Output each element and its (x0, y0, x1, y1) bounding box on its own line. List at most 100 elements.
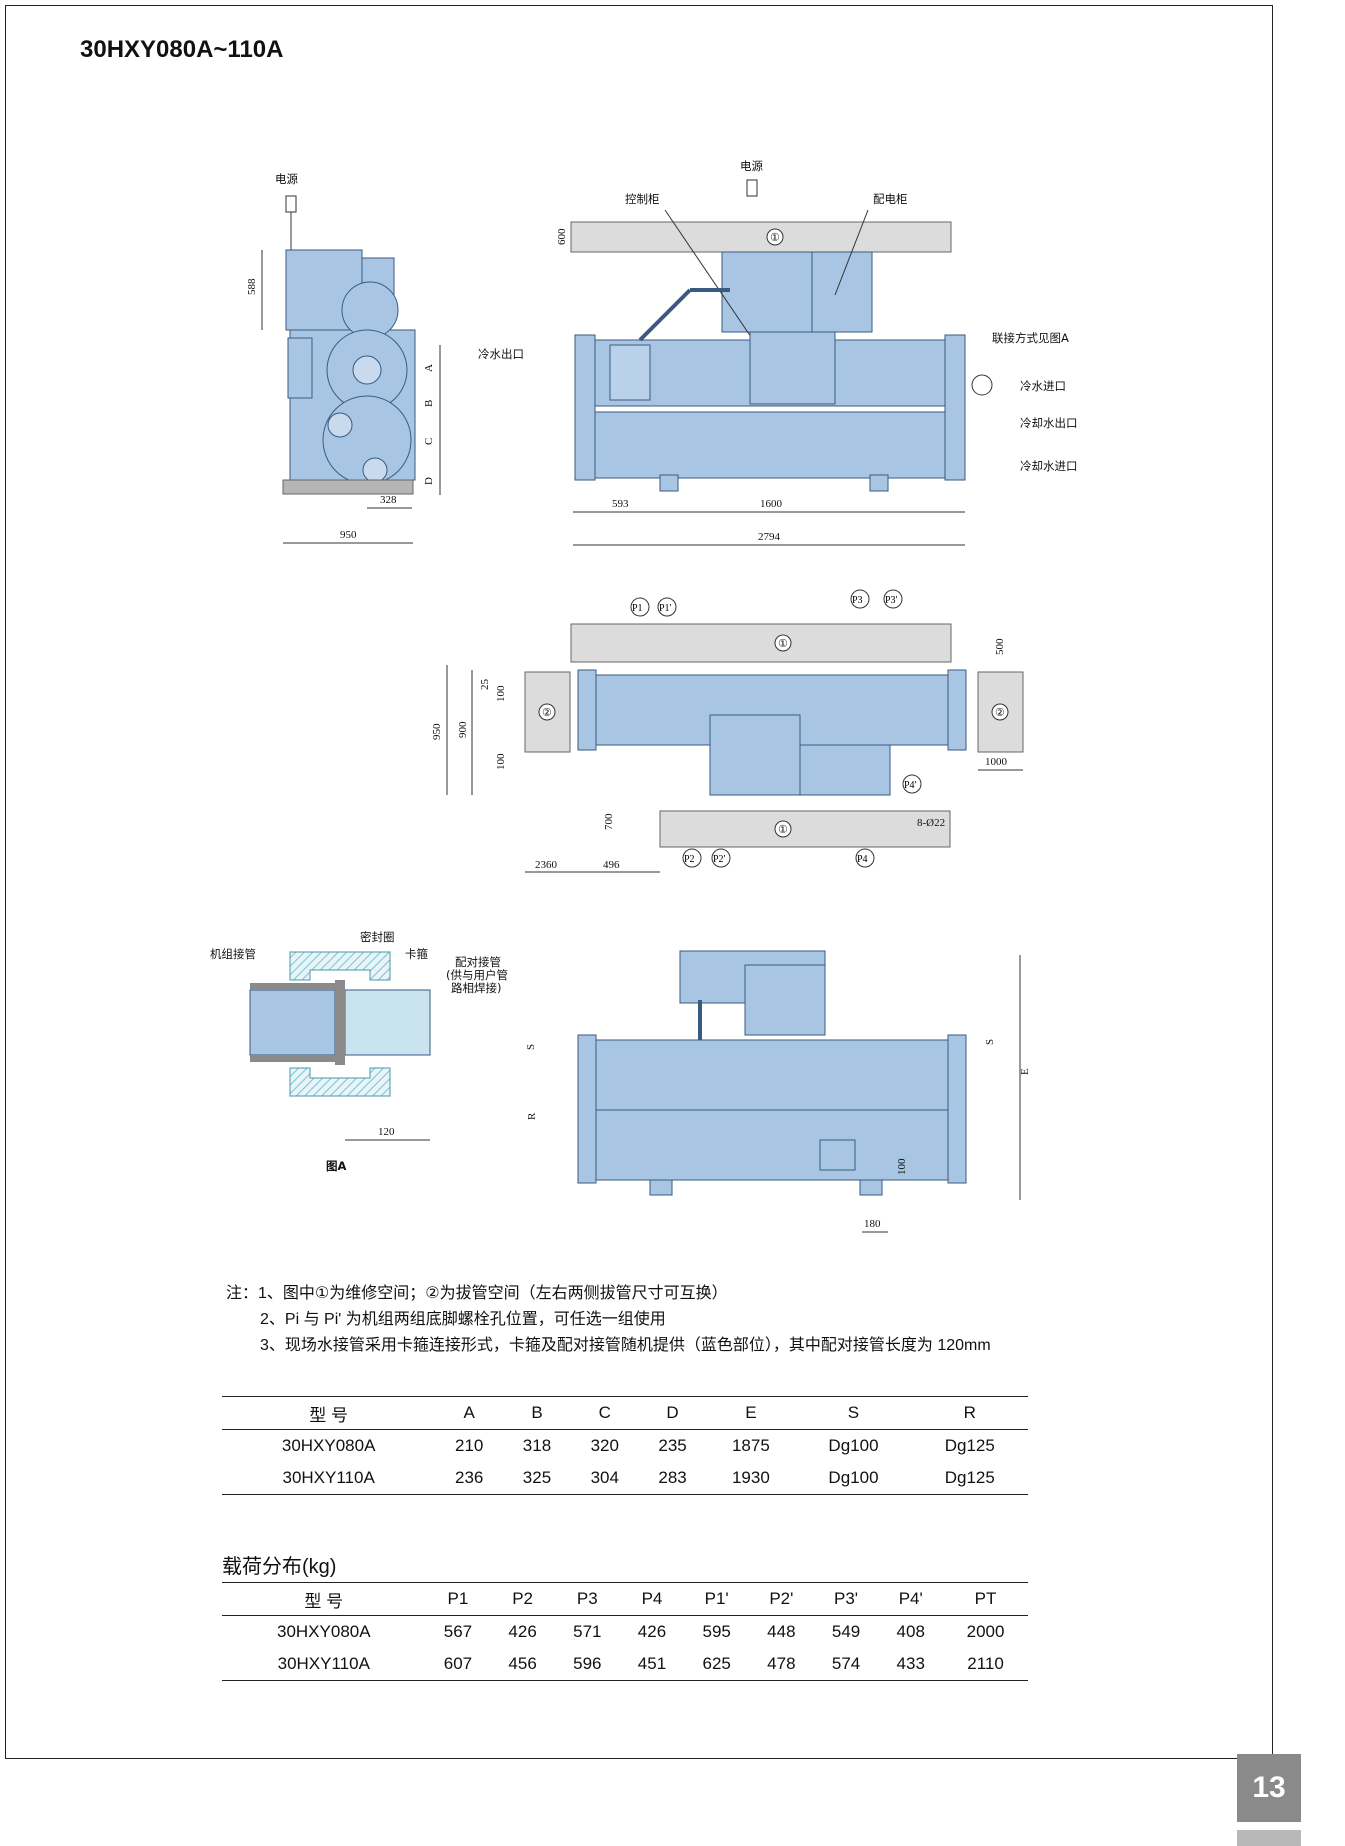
svg-text:S: S (984, 1039, 996, 1045)
dim-col-d: D (638, 1396, 707, 1430)
front-lower-shell (589, 411, 951, 479)
svg-text:P3: P3 (852, 595, 863, 606)
note-1: 注：1、图中①为维修空间；②为拔管空间（左右两侧拔管尺寸可互换） (226, 1285, 728, 1302)
svg-text:P1': P1' (659, 603, 672, 614)
note-3: 3、现场水接管采用卡箍连接形式，卡箍及配对接管随机提供（蓝色部位），其中配对接管… (260, 1337, 991, 1354)
svg-text:1000: 1000 (985, 756, 1008, 768)
dim-col-model: 型 号 (222, 1396, 436, 1430)
svg-text:②: ② (995, 707, 1005, 719)
svg-text:电源: 电源 (740, 159, 763, 173)
svg-text:冷水进口: 冷水进口 (1020, 379, 1066, 393)
plan-view: ① 500 ① ② ② P1 P1' P3 P3' P2 P2' P4' P4 … (431, 589, 1024, 873)
svg-text:A: A (423, 364, 435, 372)
side-base (282, 479, 414, 495)
svg-text:600: 600 (556, 228, 568, 245)
svg-text:900: 900 (457, 721, 469, 738)
svg-text:2360: 2360 (535, 859, 558, 871)
dim-col-r: R (911, 1396, 1028, 1430)
front-view: 电源 控制柜 配电柜 ① 600 冷水出口 联接方式见图A 冷水进口 冷却水出口… (478, 159, 1078, 546)
svg-text:100: 100 (896, 1158, 908, 1175)
svg-text:25: 25 (479, 679, 491, 691)
svg-text:冷却水出口: 冷却水出口 (1020, 416, 1078, 430)
svg-text:卡箍: 卡箍 (405, 947, 428, 961)
side-power-label: 电源 (275, 172, 298, 186)
svg-text:P1: P1 (632, 603, 643, 614)
svg-text:控制柜: 控制柜 (625, 192, 660, 206)
page-tab-decoration (1237, 1830, 1301, 1846)
dim-col-c: C (570, 1396, 639, 1430)
svg-text:①: ① (770, 232, 780, 244)
page-title: 30HXY080A~110A (80, 36, 284, 63)
svg-text:E: E (1019, 1068, 1031, 1075)
svg-text:500: 500 (994, 638, 1006, 655)
svg-text:P4: P4 (857, 854, 868, 865)
svg-text:588: 588 (246, 278, 258, 295)
svg-text:S: S (525, 1044, 537, 1050)
svg-text:496: 496 (603, 859, 620, 871)
plan-service-zone-top (570, 623, 952, 663)
svg-text:100: 100 (495, 685, 507, 702)
unit-pipe (249, 989, 336, 1056)
front-power-cabinet (811, 251, 873, 333)
side-view: 电源 588 A B C D 328 950 (246, 172, 441, 544)
svg-text:8-Ø22: 8-Ø22 (917, 817, 945, 829)
svg-text:120: 120 (378, 1126, 395, 1138)
plan-service-zone-bottom (659, 810, 951, 848)
front-service-zone (570, 221, 952, 253)
svg-text:配对接管: 配对接管 (455, 955, 501, 969)
svg-text:①: ① (778, 638, 788, 650)
load-table-title: 载荷分布(kg) (222, 1556, 337, 1578)
rear-upper-shell (591, 1039, 953, 1111)
svg-text:P3': P3' (885, 595, 898, 606)
front-control-cabinet (721, 251, 813, 333)
side-power-icon (285, 195, 297, 213)
note-2: 2、Pi 与 Pi' 为机组两组底脚螺栓孔位置，可任选一组使用 (260, 1311, 666, 1328)
svg-text:180: 180 (864, 1218, 881, 1230)
svg-text:P4': P4' (904, 780, 917, 791)
svg-text:2794: 2794 (758, 531, 781, 543)
mating-pipe (344, 989, 431, 1056)
svg-text:路相焊接): 路相焊接) (451, 981, 502, 995)
svg-text:950: 950 (340, 529, 357, 541)
dim-col-s: S (795, 1396, 912, 1430)
notes: 注：1、图中①为维修空间；②为拔管空间（左右两侧拔管尺寸可互换） 2、Pi 与 … (226, 1281, 991, 1359)
dim-col-e: E (706, 1396, 796, 1430)
clamp-top (289, 951, 391, 981)
svg-text:密封圈: 密封圈 (360, 930, 395, 944)
detail-a: 机组接管 密封圈 卡箍 配对接管 (供与用户管 路相焊接) 120 图A (210, 930, 508, 1173)
svg-text:P2': P2' (713, 854, 726, 865)
clamp-bottom (289, 1067, 391, 1097)
svg-text:机组接管: 机组接管 (210, 947, 256, 961)
page-number: 13 (1237, 1754, 1301, 1822)
side-compressor (341, 281, 399, 339)
svg-text:冷却水进口: 冷却水进口 (1020, 459, 1078, 473)
svg-text:1600: 1600 (760, 498, 783, 510)
svg-text:②: ② (542, 707, 552, 719)
svg-text:100: 100 (495, 753, 507, 770)
svg-text:冷水出口: 冷水出口 (478, 347, 524, 361)
rear-view: S R S E 100 180 (525, 950, 1031, 1233)
svg-text:(供与用户管: (供与用户管 (446, 968, 508, 982)
dim-col-a: A (435, 1396, 504, 1430)
svg-text:B: B (423, 400, 435, 407)
page-frame (5, 5, 1273, 1759)
svg-text:图A: 图A (326, 1159, 346, 1173)
svg-text:P2: P2 (684, 854, 695, 865)
svg-text:联接方式见图A: 联接方式见图A (992, 331, 1069, 345)
svg-text:R: R (526, 1112, 538, 1120)
svg-text:D: D (423, 477, 435, 485)
dim-col-b: B (503, 1396, 571, 1430)
svg-text:328: 328 (380, 494, 397, 506)
svg-text:①: ① (778, 824, 788, 836)
svg-text:C: C (423, 438, 435, 445)
svg-text:700: 700 (603, 813, 615, 830)
svg-text:593: 593 (612, 498, 629, 510)
svg-text:配电柜: 配电柜 (873, 192, 908, 206)
